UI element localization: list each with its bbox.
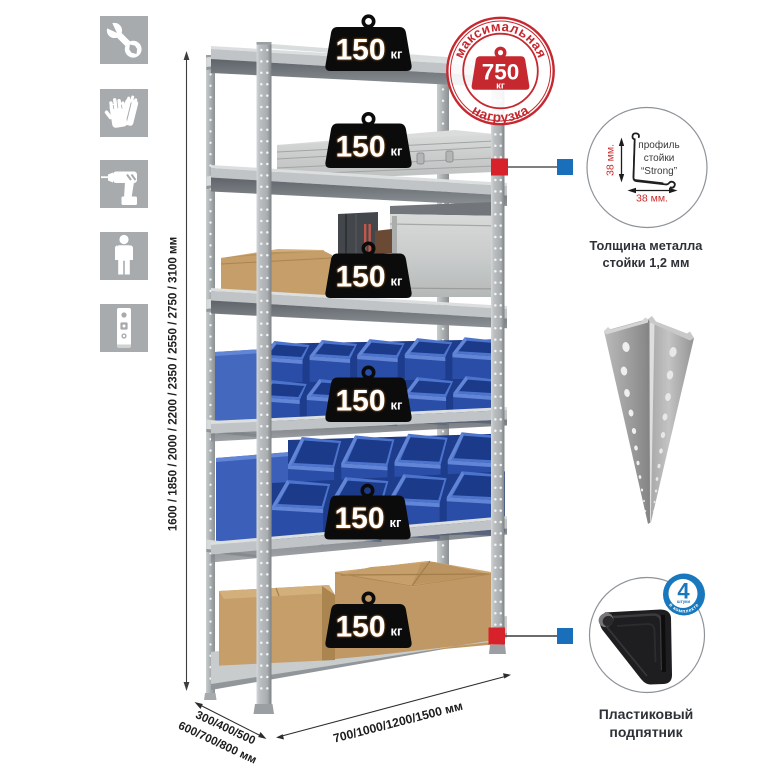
- svg-text:750: 750: [482, 60, 520, 85]
- svg-text:1600 / 1850 / 2000 / 2200 / 23: 1600 / 1850 / 2000 / 2200 / 2350 / 2550 …: [167, 237, 180, 531]
- svg-text:150: 150: [335, 260, 385, 293]
- svg-text:150: 150: [335, 34, 385, 67]
- svg-text:38 мм.: 38 мм.: [636, 193, 668, 205]
- svg-text:4: 4: [677, 579, 690, 604]
- svg-text:кг: кг: [391, 397, 404, 412]
- svg-text:150: 150: [335, 260, 385, 293]
- svg-text:подпятник: подпятник: [609, 724, 683, 740]
- svg-text:Пластиковый: Пластиковый: [599, 706, 694, 722]
- svg-text:профиль: профиль: [638, 139, 679, 151]
- svg-text:150: 150: [334, 502, 384, 535]
- svg-text:кг: кг: [496, 81, 505, 92]
- svg-text:кг: кг: [391, 624, 404, 639]
- svg-text:“Strong”: “Strong”: [641, 166, 677, 177]
- svg-text:150: 150: [335, 611, 385, 644]
- svg-text:кг: кг: [391, 47, 404, 62]
- svg-text:стойки: стойки: [644, 153, 675, 164]
- svg-text:стойки 1,2 мм: стойки 1,2 мм: [602, 255, 689, 270]
- svg-text:150: 150: [334, 502, 384, 535]
- svg-text:нагрузка: нагрузка: [469, 102, 531, 125]
- svg-text:Толщина металла: Толщина металла: [590, 238, 704, 253]
- svg-text:38 мм.: 38 мм.: [605, 144, 617, 176]
- svg-text:кг: кг: [390, 515, 403, 530]
- svg-text:150: 150: [335, 130, 385, 163]
- svg-text:штуки: штуки: [677, 599, 690, 604]
- svg-text:кг: кг: [391, 143, 404, 158]
- svg-text:150: 150: [335, 384, 385, 417]
- svg-text:150: 150: [335, 130, 385, 163]
- svg-text:150: 150: [335, 384, 385, 417]
- svg-text:150: 150: [335, 611, 385, 644]
- svg-text:150: 150: [335, 34, 385, 67]
- svg-text:кг: кг: [391, 273, 404, 288]
